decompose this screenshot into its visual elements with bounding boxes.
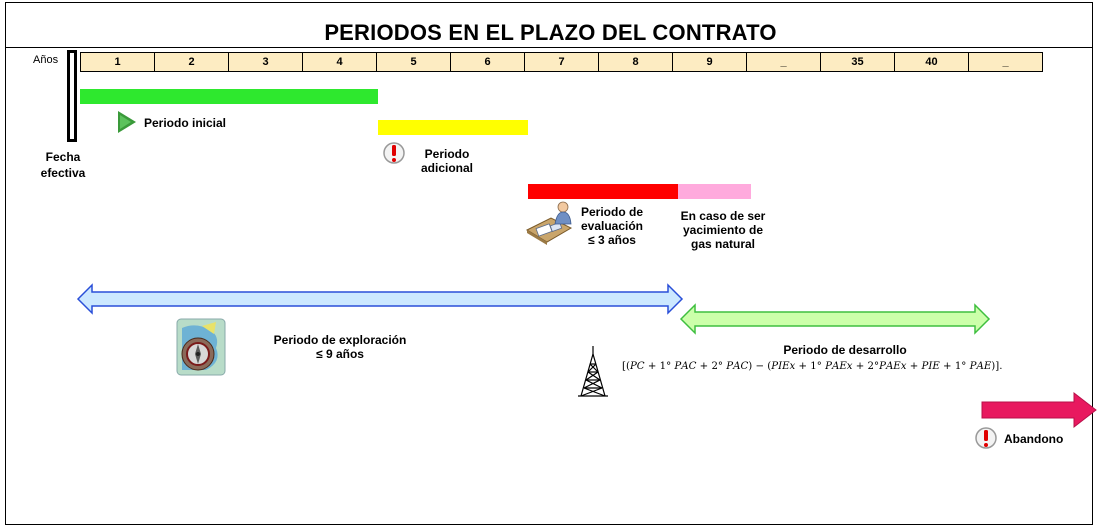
gas-case-line2: yacimiento de bbox=[682, 223, 764, 237]
year-cell: 2 bbox=[154, 52, 229, 72]
years-label: Años bbox=[33, 54, 59, 66]
alert-icon bbox=[383, 142, 405, 164]
year-cell: 4 bbox=[302, 52, 377, 72]
year-cell: 35 bbox=[820, 52, 895, 72]
compass-map-icon bbox=[176, 318, 226, 376]
year-cell: 40 bbox=[894, 52, 969, 72]
year-cell: 1 bbox=[80, 52, 155, 72]
year-cell: 3 bbox=[228, 52, 303, 72]
year-cell: 9 bbox=[672, 52, 747, 72]
effective-date-line1: Fecha bbox=[45, 150, 81, 164]
effective-date-marker-inner bbox=[70, 53, 74, 139]
effective-date-label: Fecha efectiva bbox=[38, 149, 88, 181]
gas-case-label: En caso de ser yacimiento de gas natural bbox=[670, 209, 776, 251]
gas-case-line1: En caso de ser bbox=[680, 209, 766, 223]
title-divider bbox=[5, 47, 1093, 48]
additional-period-label: Periodo adicional bbox=[412, 147, 482, 175]
year-cell: 8 bbox=[598, 52, 673, 72]
evaluation-period-line2: evaluación bbox=[580, 219, 644, 233]
year-cell: 6 bbox=[450, 52, 525, 72]
year-cell: 7 bbox=[524, 52, 599, 72]
oil-rig-tower-icon bbox=[578, 346, 608, 397]
development-period-label: Periodo de desarrollo bbox=[783, 343, 907, 357]
diagram-frame bbox=[5, 2, 1093, 525]
development-period-arrow bbox=[679, 303, 991, 335]
evaluation-period-bar bbox=[528, 184, 678, 199]
additional-period-line1: Periodo bbox=[424, 147, 470, 161]
additional-period-line2: adicional bbox=[420, 161, 473, 175]
development-period-formula: [(𝑃𝐶 + 1° 𝑃𝐴𝐶 + 2° 𝑃𝐴𝐶) − (𝑃𝐼𝐸𝑥 + 1° 𝑃𝐴𝐸… bbox=[622, 361, 1003, 372]
gas-case-line3: gas natural bbox=[690, 237, 756, 251]
exploration-period-label: Periodo de exploración ≤ 9 años bbox=[255, 333, 425, 361]
additional-period-bar bbox=[378, 120, 528, 135]
exploration-period-line1: Periodo de exploración bbox=[273, 333, 407, 347]
engineer-at-desk-icon bbox=[525, 201, 573, 245]
initial-period-bar bbox=[80, 89, 378, 104]
play-triangle-icon bbox=[118, 111, 136, 133]
exploration-period-line2: ≤ 9 años bbox=[316, 347, 364, 361]
year-cell: 5 bbox=[376, 52, 451, 72]
diagram-title: PERIODOS EN EL PLAZO DEL CONTRATO bbox=[324, 20, 777, 45]
exploration-period-arrow bbox=[76, 283, 684, 315]
initial-period-label: Periodo inicial bbox=[144, 116, 227, 130]
abandonment-label: Abandono bbox=[1004, 432, 1064, 446]
abandonment-arrow bbox=[981, 391, 1097, 429]
alert-icon bbox=[975, 427, 997, 449]
evaluation-period-line1: Periodo de bbox=[580, 205, 643, 219]
effective-date-line2: efectiva bbox=[40, 166, 86, 180]
year-cell: _ bbox=[746, 52, 821, 72]
evaluation-period-label: Periodo de evaluación ≤ 3 años bbox=[574, 205, 650, 247]
gas-case-bar bbox=[678, 184, 751, 199]
year-cell: _ bbox=[968, 52, 1043, 72]
evaluation-period-line3: ≤ 3 años bbox=[588, 233, 636, 247]
